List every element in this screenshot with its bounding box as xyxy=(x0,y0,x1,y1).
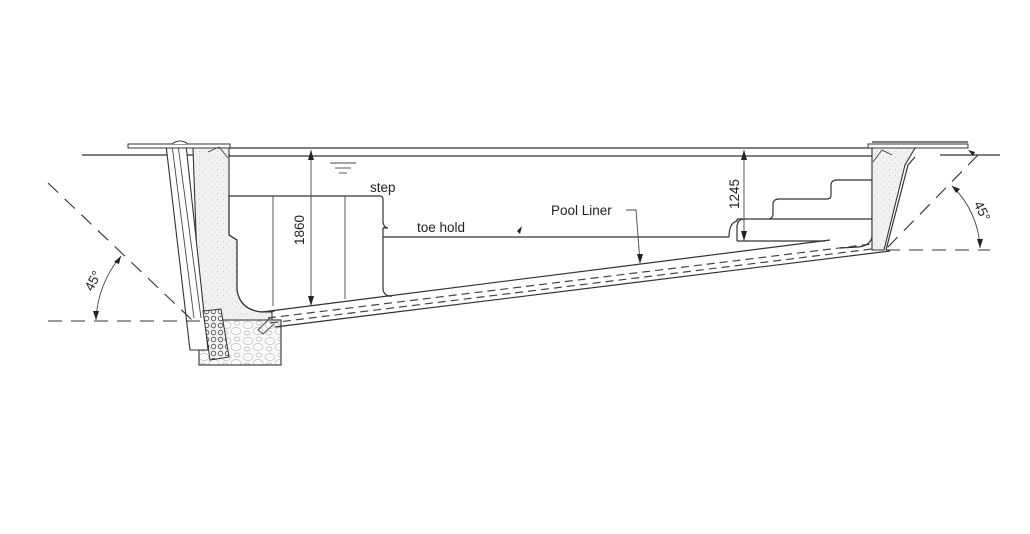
shallow-end xyxy=(736,179,873,249)
pool-floor xyxy=(257,239,891,335)
pool-top-lines xyxy=(229,147,880,157)
toe-hold-leader-arrow xyxy=(517,226,522,234)
dimension-deep-depth: 1860 xyxy=(292,150,314,306)
dimension-shallow-depth: 1245 xyxy=(727,150,747,241)
right-wall-concrete xyxy=(871,147,916,251)
right-wall-outline xyxy=(885,156,916,251)
pool-liner-leader xyxy=(626,209,643,264)
label-toe-hold: toe hold xyxy=(417,220,465,235)
shallow-end-step xyxy=(728,219,738,238)
label-step: step xyxy=(370,180,396,195)
left-wall-concrete xyxy=(192,147,273,321)
water-level-symbol xyxy=(330,162,356,174)
shallow-depth-value: 1245 xyxy=(727,179,742,209)
left-angle-label: 45° xyxy=(82,268,105,293)
label-pool-liner: Pool Liner xyxy=(551,203,612,218)
deep-depth-value: 1860 xyxy=(292,215,307,245)
pool-interior-outline xyxy=(229,195,393,297)
left-wall-post xyxy=(165,144,230,361)
deep-end-wall xyxy=(228,196,276,313)
deep-end-step-lines xyxy=(272,196,346,306)
left-coping xyxy=(127,140,231,159)
right-coping xyxy=(867,141,975,163)
left-angle-construction: 45° xyxy=(47,182,200,322)
